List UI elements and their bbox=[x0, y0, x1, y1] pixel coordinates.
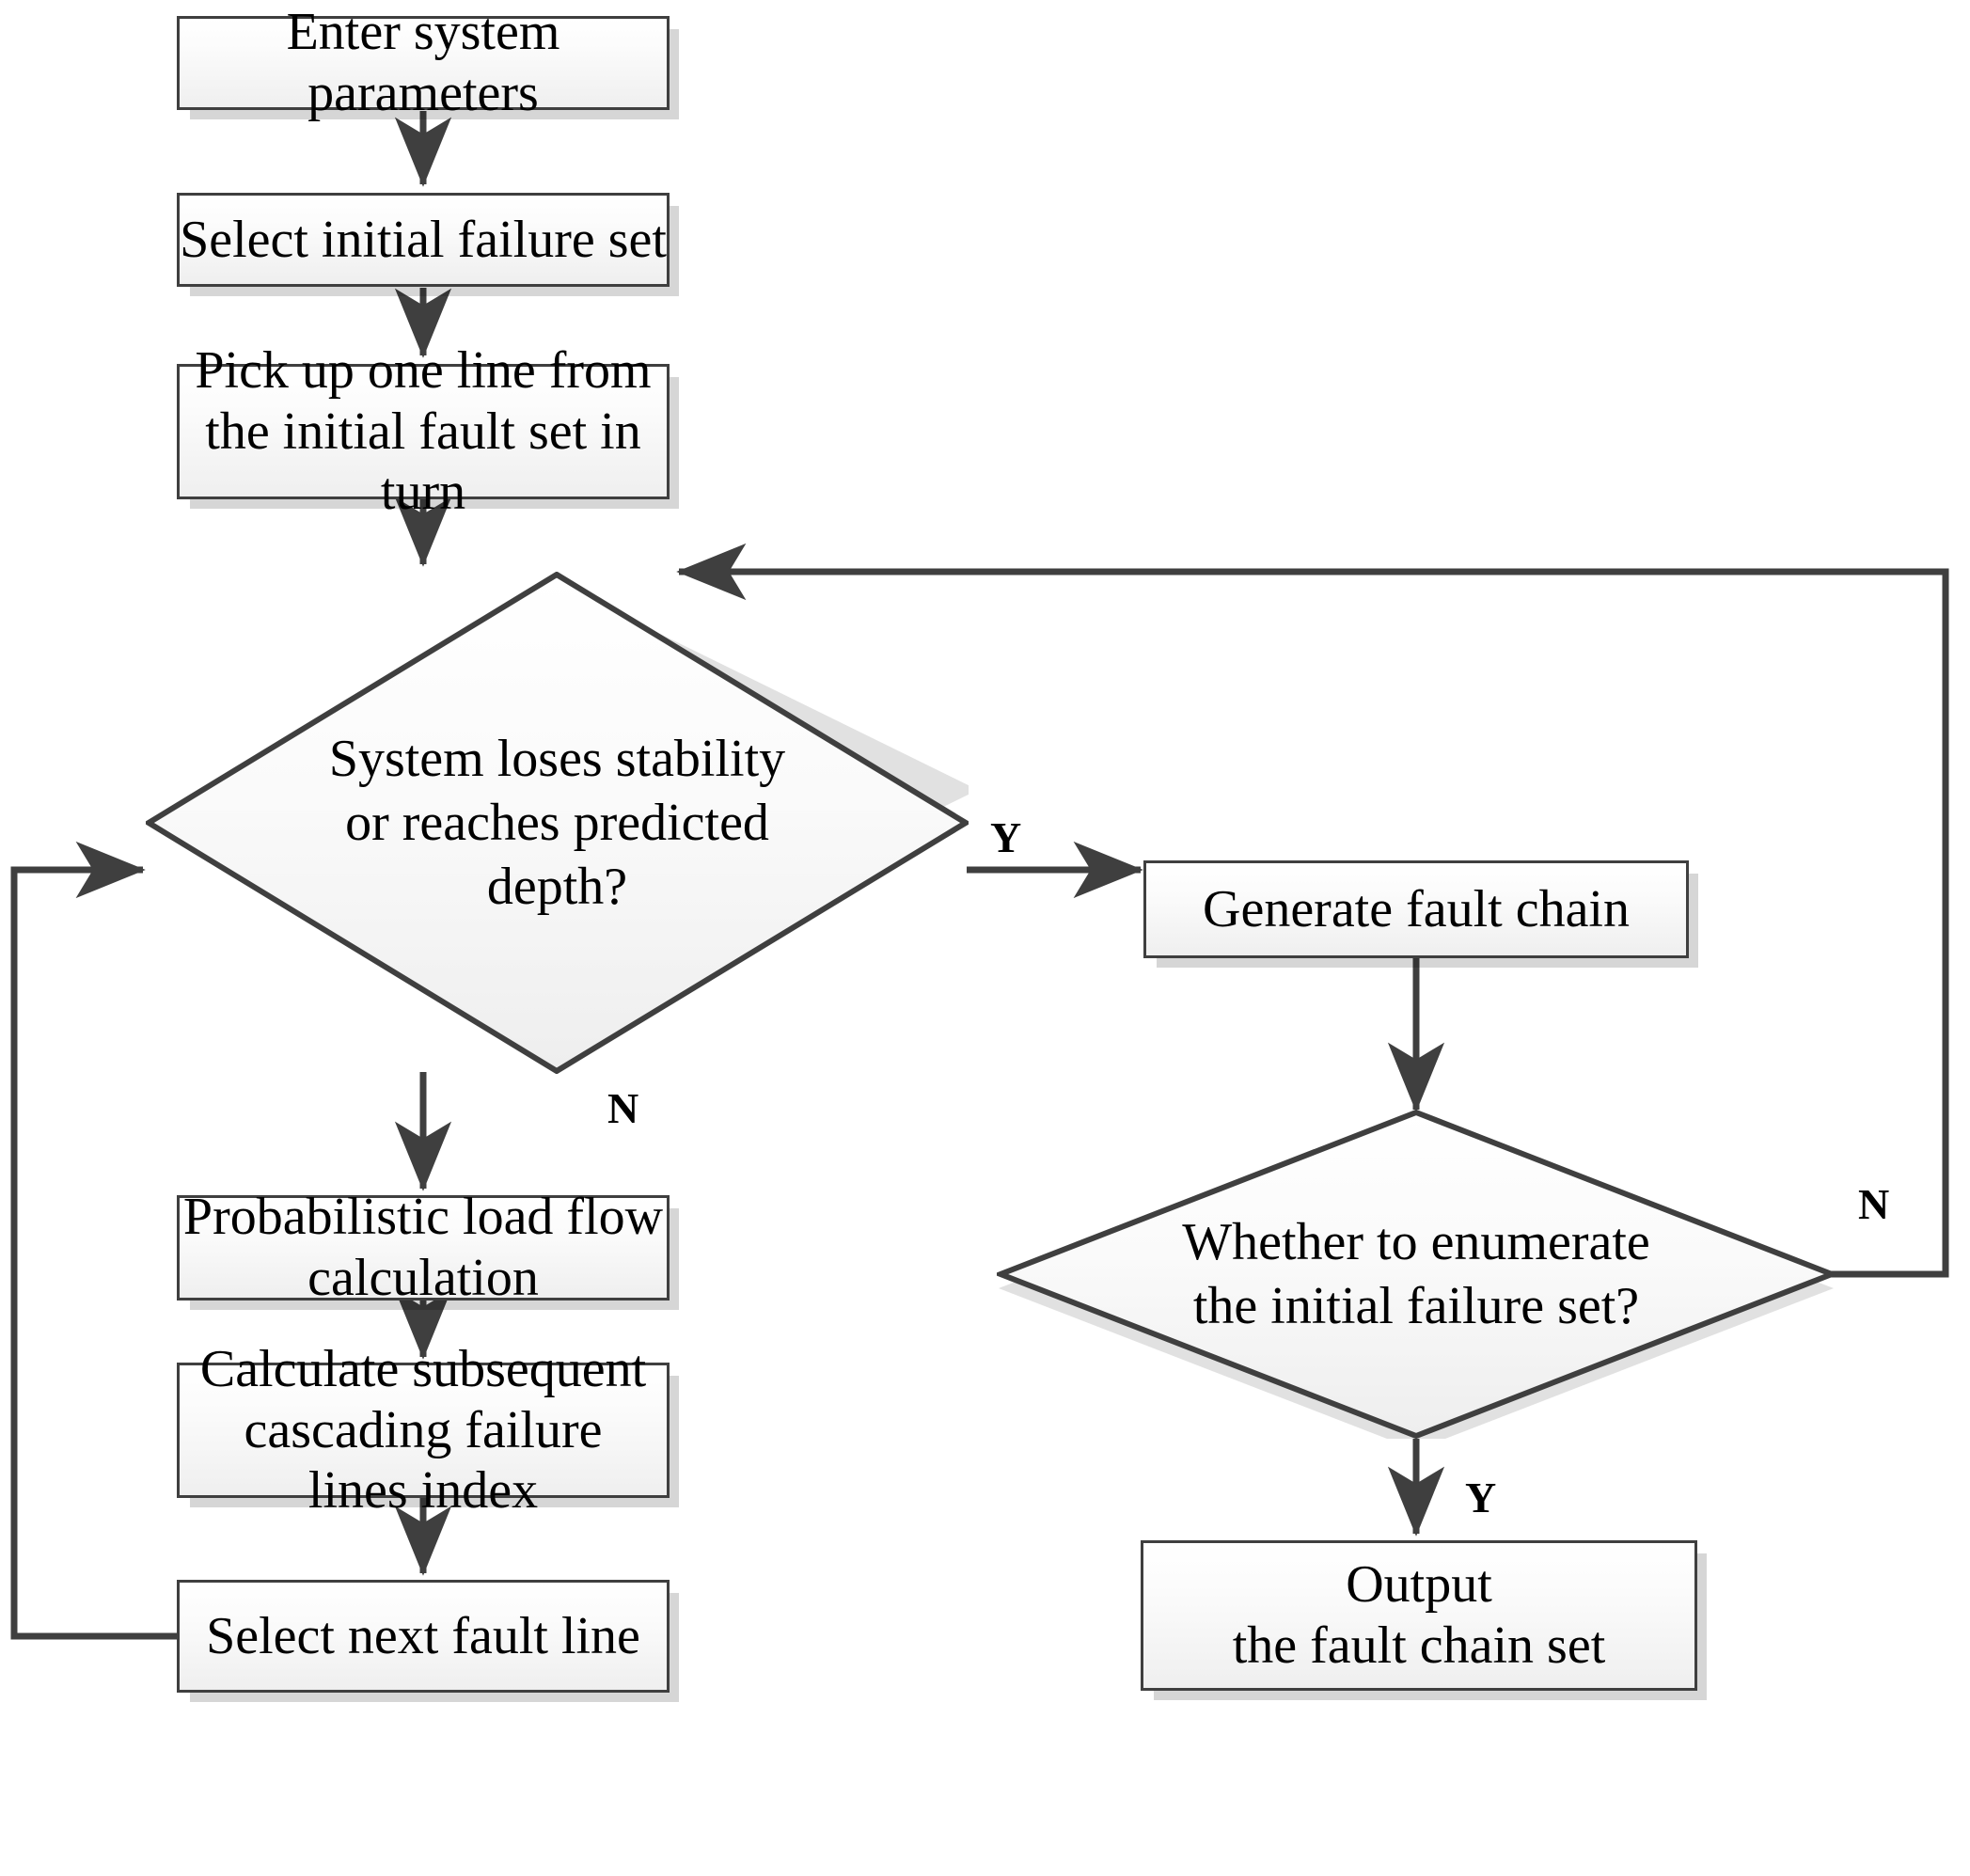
node-label: Pick up one line from the initial fault … bbox=[195, 340, 652, 522]
node-output-fault-chain-set[interactable]: Output the fault chain set bbox=[1141, 1540, 1697, 1691]
node-label: Select initial failure set bbox=[180, 210, 667, 269]
branch-label-enumerate-yes: Y bbox=[1465, 1474, 1497, 1521]
node-select-initial-failure-set[interactable]: Select initial failure set bbox=[177, 193, 670, 287]
diamond-shape bbox=[997, 1110, 1836, 1439]
branch-label-stability-yes: Y bbox=[990, 813, 1022, 861]
node-label: Whether to enumerate the initial failure… bbox=[1182, 1212, 1650, 1335]
node-calculate-cascading-index[interactable]: Calculate subsequent cascading failure l… bbox=[177, 1340, 670, 1520]
node-label: Generate fault chain bbox=[1203, 879, 1630, 938]
node-pick-up-one-line[interactable]: Pick up one line from the initial fault … bbox=[177, 341, 670, 521]
diamond-shape bbox=[146, 572, 969, 1074]
node-generate-fault-chain[interactable]: Generate fault chain bbox=[1143, 860, 1689, 958]
node-enter-system-parameters[interactable]: Enter system parameters bbox=[177, 3, 670, 122]
node-label: Select next fault line bbox=[206, 1606, 640, 1665]
node-probabilistic-load-flow[interactable]: Probabilistic load flow calculation bbox=[177, 1188, 670, 1307]
node-label: Enter system parameters bbox=[286, 3, 560, 122]
node-system-loses-stability-decision[interactable]: System loses stability or reaches predic… bbox=[146, 572, 969, 1074]
node-label: Probabilistic load flow calculation bbox=[182, 1188, 664, 1307]
branch-label-enumerate-no: N bbox=[1858, 1180, 1890, 1228]
node-whether-to-enumerate-decision[interactable]: Whether to enumerate the initial failure… bbox=[997, 1110, 1836, 1439]
node-label: Calculate subsequent cascading failure l… bbox=[199, 1339, 647, 1521]
node-label: System loses stability or reaches predic… bbox=[328, 729, 786, 917]
branch-label-stability-no: N bbox=[607, 1084, 639, 1132]
node-label: Output the fault chain set bbox=[1232, 1555, 1606, 1675]
node-select-next-fault-line[interactable]: Select next fault line bbox=[177, 1580, 670, 1693]
